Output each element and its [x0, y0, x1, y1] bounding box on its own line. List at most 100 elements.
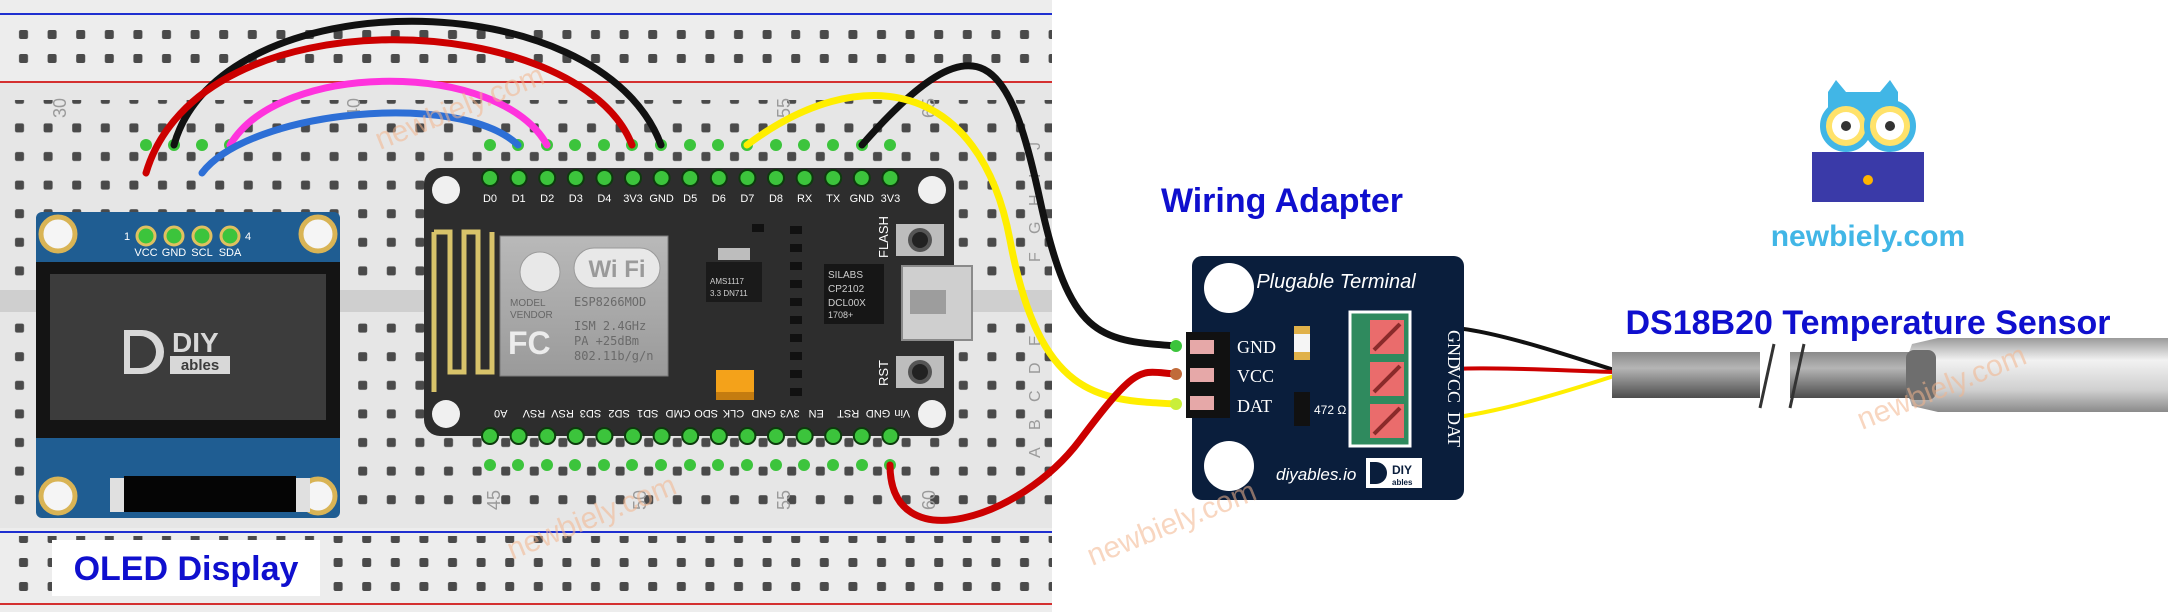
flash-button[interactable] [896, 224, 944, 256]
usb-chip-label: DCL00X [828, 298, 866, 309]
rst-label: RST [876, 360, 891, 386]
svg-text:newbiely.com: newbiely.com [1082, 475, 1261, 573]
wires [142, 17, 1616, 524]
oled-display-label: OLED Display [74, 550, 299, 588]
esp-pin-hole [509, 427, 528, 445]
column-number: 55 [774, 98, 794, 118]
row-letter: H [1027, 194, 1044, 206]
esp-pin-hole [595, 427, 614, 445]
oled-pin-headers [135, 225, 241, 247]
esp-pin-label: D6 [712, 193, 726, 205]
esp-pin-hole [566, 427, 585, 445]
newbiely-owl-logo [1812, 80, 1924, 202]
terminal-pin-label: DAT [1444, 412, 1464, 447]
module-label: MODEL [510, 298, 546, 309]
wifi-logo: Wi Fi [519, 247, 661, 293]
oled-pin-label: SCL [191, 247, 212, 259]
esp-pin-hole [709, 169, 728, 187]
oled-pin-number: 4 [245, 231, 251, 243]
wire-magenta-scl [226, 77, 551, 149]
esp-pin-label: 3V3 [623, 193, 643, 205]
usb-chip-label: CP2102 [828, 284, 865, 295]
module-label: 802.11b/g/n [574, 349, 653, 363]
esp-pin-hole [824, 169, 843, 187]
esp-pin-label: GND [850, 193, 875, 205]
esp-pin-hole [481, 427, 499, 445]
esp-pin-label: D4 [597, 193, 611, 205]
esp-pin-label: RST [837, 407, 859, 419]
sensor-label: DS18B20 Temperature Sensor [1625, 304, 2110, 342]
esp-pin-hole [709, 427, 728, 445]
esp-pin-hole [566, 169, 585, 187]
usb-chip-label: 1708+ [828, 310, 853, 320]
esp-pin-label: D5 [683, 193, 697, 205]
row-letter: J [1027, 142, 1044, 150]
esp-pin-hole [795, 169, 814, 187]
resistor-label: 472 Ω [1314, 403, 1346, 417]
esp-pin-label: RX [797, 193, 813, 205]
adapter-pin-label: DAT [1237, 396, 1272, 416]
adapter-pin-label: VCC [1237, 366, 1274, 386]
wire-red-vcc [142, 36, 636, 177]
wiring-adapter: Plugable Terminal GND VCC DAT 472 Ω GND … [1170, 256, 1464, 500]
esp-pin-label: D8 [769, 193, 783, 205]
esp-pin-hole [538, 169, 557, 187]
esp-pin-label: D1 [512, 193, 526, 205]
esp-pin-label: EN [809, 407, 824, 419]
esp8266-board: Wi Fi MODEL VENDOR FC ESP8266MOD ISM 2.4… [424, 168, 973, 445]
diyables-logo: DIY ables [124, 327, 230, 374]
usb-chip-label: SILABS [828, 270, 863, 281]
module-label: PA +25dBm [574, 334, 639, 348]
esp-pin-label: D0 [483, 193, 497, 205]
row-letter: A [1027, 447, 1044, 458]
column-number: 55 [774, 490, 794, 510]
row-letter: C [1027, 390, 1044, 402]
module-label: FC [508, 325, 551, 361]
esp-pin-hole [481, 169, 499, 187]
screw-icons [1370, 320, 1404, 438]
regulator-label: AMS1117 [710, 277, 744, 286]
esp-pin-hole [595, 169, 614, 187]
reset-button[interactable] [896, 356, 944, 388]
esp-pin-hole [738, 169, 757, 187]
esp-pin-hole [652, 169, 671, 187]
row-letter: D [1027, 362, 1044, 374]
flash-label: FLASH [876, 216, 891, 258]
esp-pin-hole [795, 427, 814, 445]
esp-pin-label: SDO [694, 407, 718, 419]
ds18b20-sensor [1612, 338, 2168, 412]
esp-pin-hole [767, 427, 785, 445]
esp-pin-hole [881, 427, 900, 445]
esp-pin-hole [624, 169, 642, 187]
esp-pin-hole [509, 169, 528, 187]
column-number: 45 [484, 490, 504, 510]
esp-pin-label: 3V3 [881, 193, 901, 205]
oled-pin-label: GND [162, 247, 187, 259]
resistor-smd [1294, 392, 1310, 426]
esp-pin-hole [824, 427, 843, 445]
esp-pin-hole [681, 427, 700, 445]
antenna-trace [431, 229, 495, 392]
adapter-pin-label: GND [1237, 337, 1276, 357]
esp-pin-label: D7 [740, 193, 754, 205]
esp-pin-hole [767, 169, 785, 187]
wire-blue-sda [198, 109, 522, 177]
esp-pin-hole [624, 427, 642, 445]
wiring-adapter-label: Wiring Adapter [1161, 182, 1403, 220]
esp-pin-label: Vin [894, 407, 910, 419]
esp-pin-label: D2 [540, 193, 554, 205]
esp-pin-label: GND [649, 193, 674, 205]
module-label: VENDOR [510, 310, 553, 321]
adapter-title: Plugable Terminal [1256, 271, 1416, 293]
voltage-regulator [706, 262, 762, 302]
oled-pin-number: 1 [124, 231, 130, 243]
esp-pin-holes [481, 169, 900, 445]
esp-pin-hole [852, 427, 871, 445]
module-label: ISM 2.4GHz [574, 319, 646, 333]
esp-pin-label: SD3 [580, 407, 601, 419]
esp-pin-label: RSV [522, 407, 545, 419]
esp-pin-label: 3V3 [780, 407, 800, 419]
svg-text:DIY: DIY [172, 327, 219, 358]
